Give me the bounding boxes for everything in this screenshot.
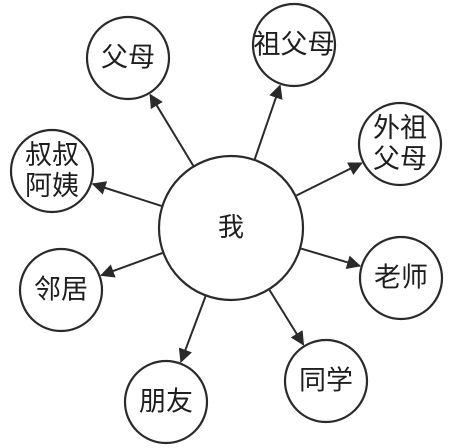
edge-arrow-parents — [149, 93, 195, 167]
edge-arrow-friends — [178, 296, 207, 364]
node-circle-uncle-aunt — [9, 128, 95, 214]
node-parents: 父母 — [85, 15, 171, 101]
edge-arrow-neighbors — [100, 252, 163, 278]
node-circle-grandparents-paternal — [251, 2, 337, 88]
node-circle-grandparents-outer — [357, 101, 443, 187]
node-label-uncle-aunt-line-2: 阿姨 — [25, 171, 79, 202]
edge-arrow-classmates — [268, 289, 305, 346]
edge-arrow-teacher — [300, 247, 362, 270]
node-circle-friends — [123, 359, 209, 445]
node-circle-classmates — [283, 338, 369, 424]
center-node-circle — [157, 154, 305, 302]
node-circle-teacher — [358, 235, 444, 321]
node-label-neighbors: 邻居 — [34, 275, 88, 306]
node-label-friends: 朋友 — [139, 387, 193, 418]
center-node: 我 — [157, 154, 305, 302]
node-grandparents-paternal: 祖父母 — [251, 2, 337, 88]
node-label-grandparents-paternal: 祖父母 — [254, 30, 335, 61]
node-neighbors: 邻居 — [18, 247, 104, 333]
edge-arrow-grandparents-outer — [295, 162, 363, 197]
edges-layer — [91, 84, 363, 364]
node-label-parents: 父母 — [101, 43, 155, 74]
edge-arrow-grandparents-paternal — [253, 84, 283, 160]
node-teacher: 老师 — [358, 235, 444, 321]
center-node-label: 我 — [218, 213, 244, 243]
node-circle-parents — [85, 15, 171, 101]
node-friends: 朋友 — [123, 359, 209, 445]
nodes-layer: 父母祖父母外祖父母老师同学朋友邻居叔叔阿姨 — [9, 2, 444, 445]
node-label-grandparents-outer-line-2: 父母 — [373, 144, 427, 175]
edge-arrow-uncle-aunt — [91, 181, 162, 207]
node-label-classmates: 同学 — [299, 366, 353, 397]
node-label-uncle-aunt-line-1: 叔叔 — [25, 140, 79, 171]
node-classmates: 同学 — [283, 338, 369, 424]
node-circle-neighbors — [18, 247, 104, 333]
node-label-grandparents-outer-line-1: 外祖 — [373, 113, 427, 144]
node-label-teacher: 老师 — [374, 263, 428, 294]
